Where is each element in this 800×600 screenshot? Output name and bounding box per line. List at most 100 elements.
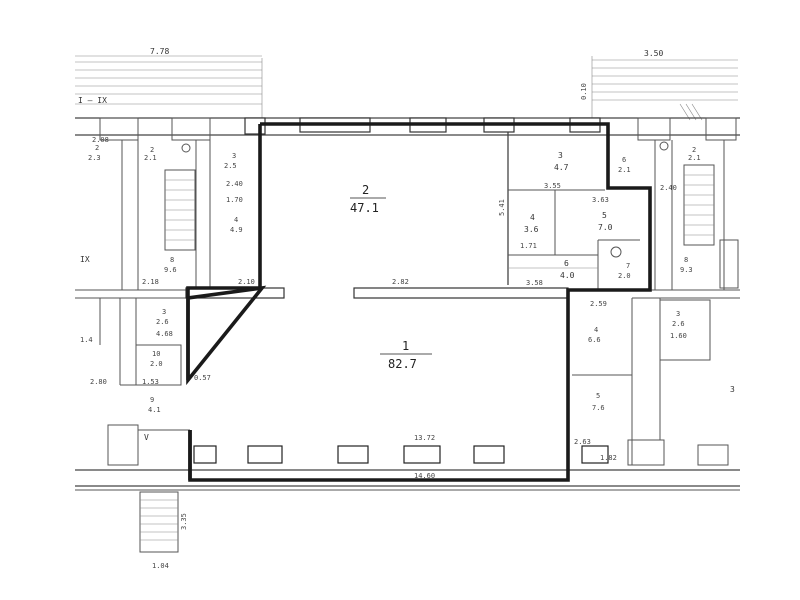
unit-boundary-outline: [186, 122, 652, 482]
dim-left-2-18: 2.18: [142, 278, 159, 286]
svg-text:2.1: 2.1: [618, 166, 631, 174]
svg-text:4: 4: [594, 326, 598, 334]
svg-text:2.1: 2.1: [144, 154, 157, 162]
dim-top-left: 7.78: [150, 47, 169, 56]
room-2-label: 2 47.1: [350, 183, 386, 215]
dim-room5-width: 3.63: [592, 196, 609, 204]
dim-bottom-3-35: 3.35: [180, 513, 188, 530]
svg-text:4.0: 4.0: [560, 271, 575, 280]
svg-text:2.6: 2.6: [156, 318, 169, 326]
dim-room6-width: 3.58: [526, 279, 543, 287]
window: [403, 445, 441, 464]
unit-boundary-outline-left: [186, 124, 262, 380]
svg-text:3.6: 3.6: [524, 225, 539, 234]
left-staircase: [164, 169, 196, 251]
dim-room2-left: 2.10: [238, 278, 255, 286]
entrance-steps: [139, 491, 179, 553]
room-5-label: 5 7.0: [598, 211, 613, 232]
right-staircase: [683, 164, 715, 246]
room-6-label: 6 4.0: [560, 259, 575, 280]
svg-text:4.1: 4.1: [148, 406, 161, 414]
svg-text:9.6: 9.6: [164, 266, 177, 274]
top-wall-pillars: [244, 117, 601, 135]
window: [473, 445, 505, 464]
svg-text:2.3: 2.3: [88, 154, 101, 162]
facade-hatching-top-left: [75, 55, 263, 118]
svg-text:8: 8: [684, 256, 688, 264]
svg-text:2.0: 2.0: [618, 272, 631, 280]
svg-text:2.0: 2.0: [150, 360, 163, 368]
svg-text:2: 2: [150, 146, 154, 154]
svg-text:2.40: 2.40: [226, 180, 243, 188]
svg-text:9.3: 9.3: [680, 266, 693, 274]
svg-text:1.70: 1.70: [226, 196, 243, 204]
svg-text:9: 9: [150, 396, 154, 404]
left-room-labels: 2.08 2 2.3 2 2.1 3 2.5 2.40 1.70 4 4.9 8…: [88, 136, 243, 414]
room-3-label: 3 4.7: [554, 151, 569, 172]
section-mark-bottom-left: V: [144, 433, 149, 442]
dim-left-1-4: 1.4: [80, 336, 93, 344]
svg-text:4.7: 4.7: [554, 163, 569, 172]
right-room-labels: 6 2.1 2.40 2 2.1 4 6.6 2.59 5 7.6 8 9.3 …: [588, 146, 701, 412]
svg-text:10: 10: [152, 350, 160, 358]
dim-room3-width: 3.55: [544, 182, 561, 190]
window: [337, 445, 369, 464]
svg-text:2: 2: [95, 144, 99, 152]
dim-top-right: 3.50: [644, 49, 663, 58]
facade-hatching-top-right: [591, 56, 738, 121]
right-adjacent-rooms: [572, 117, 739, 466]
dim-right-2-63: 2.63: [574, 438, 591, 446]
svg-text:4.9: 4.9: [230, 226, 243, 234]
svg-text:2.1: 2.1: [688, 154, 701, 162]
svg-text:2.40: 2.40: [660, 184, 677, 192]
svg-text:4.68: 4.68: [156, 330, 173, 338]
dim-top-0-10: 0.10: [580, 83, 588, 100]
svg-text:2.6: 2.6: [672, 320, 685, 328]
room-1-label: 1 82.7: [380, 339, 432, 371]
svg-text:2.59: 2.59: [590, 300, 607, 308]
svg-text:7.6: 7.6: [592, 404, 605, 412]
section-mark-top-left: I – IX: [78, 96, 107, 105]
svg-text:2.5: 2.5: [224, 162, 237, 170]
svg-text:47.1: 47.1: [350, 201, 379, 215]
window: [193, 445, 217, 464]
dim-right-1-82: 1.82: [600, 454, 617, 462]
dim-room2-height: 5.41: [498, 199, 506, 216]
building-walls: [75, 117, 740, 491]
svg-text:3: 3: [676, 310, 680, 318]
interior-partitions: [507, 128, 640, 290]
section-mark-right: 3: [730, 385, 735, 394]
dim-front-total: 14.60: [414, 472, 435, 480]
dim-bottom-1-04: 1.04: [152, 562, 169, 570]
svg-text:1.53: 1.53: [142, 378, 159, 386]
svg-text:7.0: 7.0: [598, 223, 613, 232]
svg-text:6: 6: [622, 156, 626, 164]
svg-text:3: 3: [232, 152, 236, 160]
svg-text:6: 6: [564, 259, 569, 268]
section-mark-left-mid: IX: [80, 255, 90, 264]
dim-left-2-80: 2.80: [90, 378, 107, 386]
room-4-label: 4 3.6: [524, 213, 539, 234]
svg-text:1: 1: [402, 339, 409, 353]
svg-text:4: 4: [530, 213, 535, 222]
room-7-label: 7 2.0: [618, 262, 631, 280]
svg-text:82.7: 82.7: [388, 357, 417, 371]
dim-front-inner: 13.72: [414, 434, 435, 442]
svg-text:7: 7: [626, 262, 630, 270]
svg-text:8: 8: [170, 256, 174, 264]
window: [581, 445, 609, 464]
svg-text:2: 2: [692, 146, 696, 154]
svg-text:2.08: 2.08: [92, 136, 109, 144]
dim-left-0-57: 0.57: [194, 374, 211, 382]
svg-text:3: 3: [162, 308, 166, 316]
dim-corridor: 2.82: [392, 278, 409, 286]
dim-room4-width: 1.71: [520, 242, 537, 250]
front-windows: [193, 445, 609, 464]
left-adjacent-rooms: [99, 117, 211, 466]
svg-text:6.6: 6.6: [588, 336, 601, 344]
svg-text:1.60: 1.60: [670, 332, 687, 340]
svg-text:3: 3: [558, 151, 563, 160]
svg-text:2: 2: [362, 183, 369, 197]
window: [247, 445, 283, 464]
